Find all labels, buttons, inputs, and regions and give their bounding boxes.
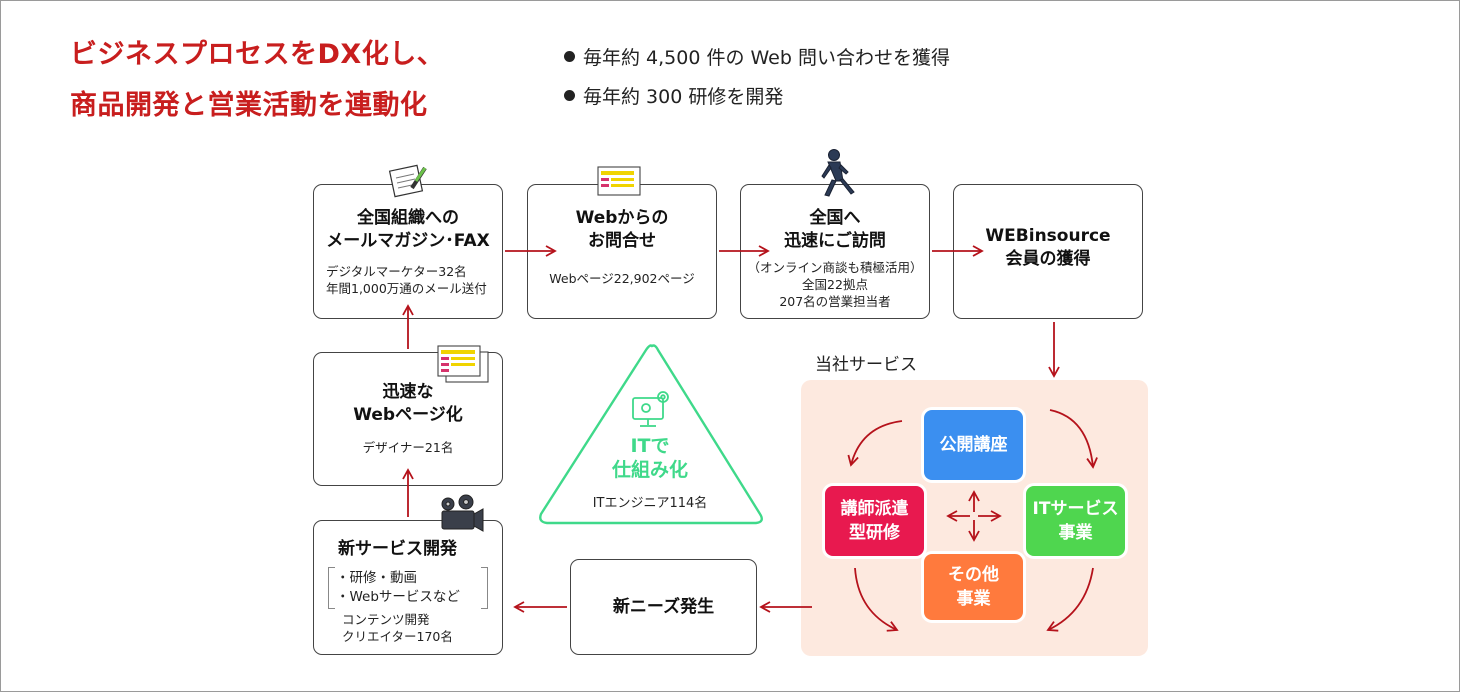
bullet-text: 毎年約 4,500 件の Web 問い合わせを獲得 [583, 47, 950, 69]
bullet-dot-icon [564, 51, 575, 62]
visit-sub-2: 全国22拠点 [802, 277, 868, 292]
bracket-left [328, 567, 335, 609]
document-pen-icon [388, 164, 427, 198]
other-business-card: その他 事業 [924, 554, 1023, 620]
visit-sub-1: （オンライン商談も積極活用） [747, 260, 923, 275]
bullet-text: 毎年約 300 研修を開発 [583, 86, 784, 108]
video-camera-icon [441, 494, 484, 532]
public-text: 公開講座 [939, 435, 1008, 455]
bullet-web-inquiries: 毎年約 4,500 件の Web 問い合わせを獲得 [564, 43, 950, 70]
web-pages-stack-icon [437, 345, 489, 383]
itservice-text-1: ITサービス [1032, 499, 1119, 519]
web-title-2: お問合せ [588, 231, 656, 251]
newservice-sub-2: クリエイター170名 [342, 629, 453, 644]
it-triangle-text: ITで 仕組み化 ITエンジニア114名 [580, 434, 720, 511]
it-service-card: ITサービス 事業 [1026, 486, 1125, 556]
mail-title-2: メールマガジン･FAX [326, 231, 490, 251]
mail-title-1: 全国組織への [357, 208, 459, 228]
monitor-gears-icon [632, 391, 669, 427]
newservice-bracket-list: ・研修・動画 ・Webサービスなど [328, 567, 488, 609]
mail-sub-1: デジタルマーケター32名 [326, 264, 467, 279]
newservice-title: 新サービス開発 [338, 539, 457, 559]
it-title-1: ITで [630, 435, 670, 457]
newservice-sub-1: コンテンツ開発 [342, 612, 430, 627]
newservice-item-1: ・研修・動画 [336, 570, 417, 586]
cycle-arc-top-left [847, 420, 903, 467]
webpage-title-1: 迅速な [382, 382, 434, 402]
newservice-item-2: ・Webサービスなど [336, 589, 460, 605]
dispatch-training-card: 講師派遣 型研修 [825, 486, 924, 556]
it-sub-1: ITエンジニア114名 [592, 496, 708, 511]
mail-sub-2: 年間1,000万通のメール送付 [326, 281, 487, 296]
bracket-right [481, 567, 488, 609]
it-title-2: 仕組み化 [611, 459, 688, 481]
headline-line-1: ビジネスプロセスをDX化し、 [70, 39, 445, 70]
visit-title-1: 全国へ [809, 208, 861, 228]
web-sub-1: Webページ22,902ページ [549, 271, 695, 286]
new-service-box: 新サービス開発 ・研修・動画 ・Webサービスなど コンテンツ開発 クリエイター… [313, 520, 503, 655]
public-course-card: 公開講座 [924, 410, 1023, 480]
member-title-2: 会員の獲得 [1005, 249, 1091, 269]
member-title-1: WEBinsource [985, 226, 1111, 246]
cycle-arc-bottom-right [1046, 567, 1094, 632]
cycle-arc-bottom-left [854, 567, 899, 632]
cycle-arc-top-right [1049, 409, 1098, 469]
needs-title: 新ニーズ発生 [612, 597, 715, 617]
visit-title-2: 迅速にご訪問 [784, 231, 886, 251]
webpage-title-2: Webページ化 [353, 405, 463, 425]
web-inquiry-box: Webからの お問合せ Webページ22,902ページ [527, 184, 717, 319]
web-title-1: Webからの [575, 208, 669, 228]
bullet-dot-icon [564, 90, 575, 101]
visit-sub-3: 207名の営業担当者 [779, 294, 891, 309]
bullet-trainings: 毎年約 300 研修を開発 [564, 82, 783, 109]
itservice-text-2: 事業 [1058, 523, 1093, 543]
it-triangle [539, 344, 763, 525]
member-box: WEBinsource 会員の獲得 [953, 184, 1143, 319]
dispatch-text-1: 講師派遣 [840, 499, 909, 519]
services-label: 当社サービス [815, 355, 917, 375]
new-needs-box: 新ニーズ発生 [570, 559, 757, 655]
headline-line-2: 商品開発と営業活動を連動化 [70, 90, 428, 121]
other-text-2: 事業 [956, 589, 991, 609]
webpage-sub-1: デザイナー21名 [362, 440, 454, 455]
walking-businessman-icon [821, 149, 855, 197]
other-text-1: その他 [948, 565, 999, 585]
dispatch-text-2: 型研修 [849, 523, 900, 543]
web-page-icon [597, 166, 641, 196]
